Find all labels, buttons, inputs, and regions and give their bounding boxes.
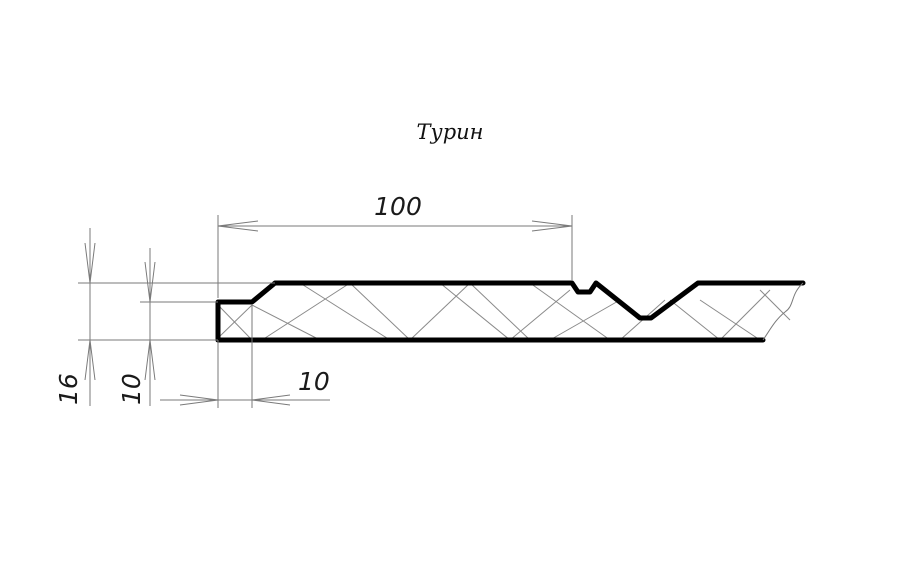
dimension-width-100: 100 [217, 192, 573, 298]
profile-outline [215, 280, 806, 343]
dimension-height-total-label: 16 [54, 373, 83, 405]
dimension-height-edge-label: 10 [117, 373, 146, 405]
dimension-width-label: 100 [374, 192, 422, 221]
drawing-title: Турин [416, 120, 484, 144]
dimension-height-10: 10 [117, 248, 218, 406]
break-line [762, 282, 804, 341]
core-hatching [217, 282, 791, 341]
dimension-height-16: 16 [54, 228, 275, 406]
dimension-edge-width-label: 10 [298, 367, 330, 396]
dimension-edge-width-10: 10 [160, 305, 330, 408]
